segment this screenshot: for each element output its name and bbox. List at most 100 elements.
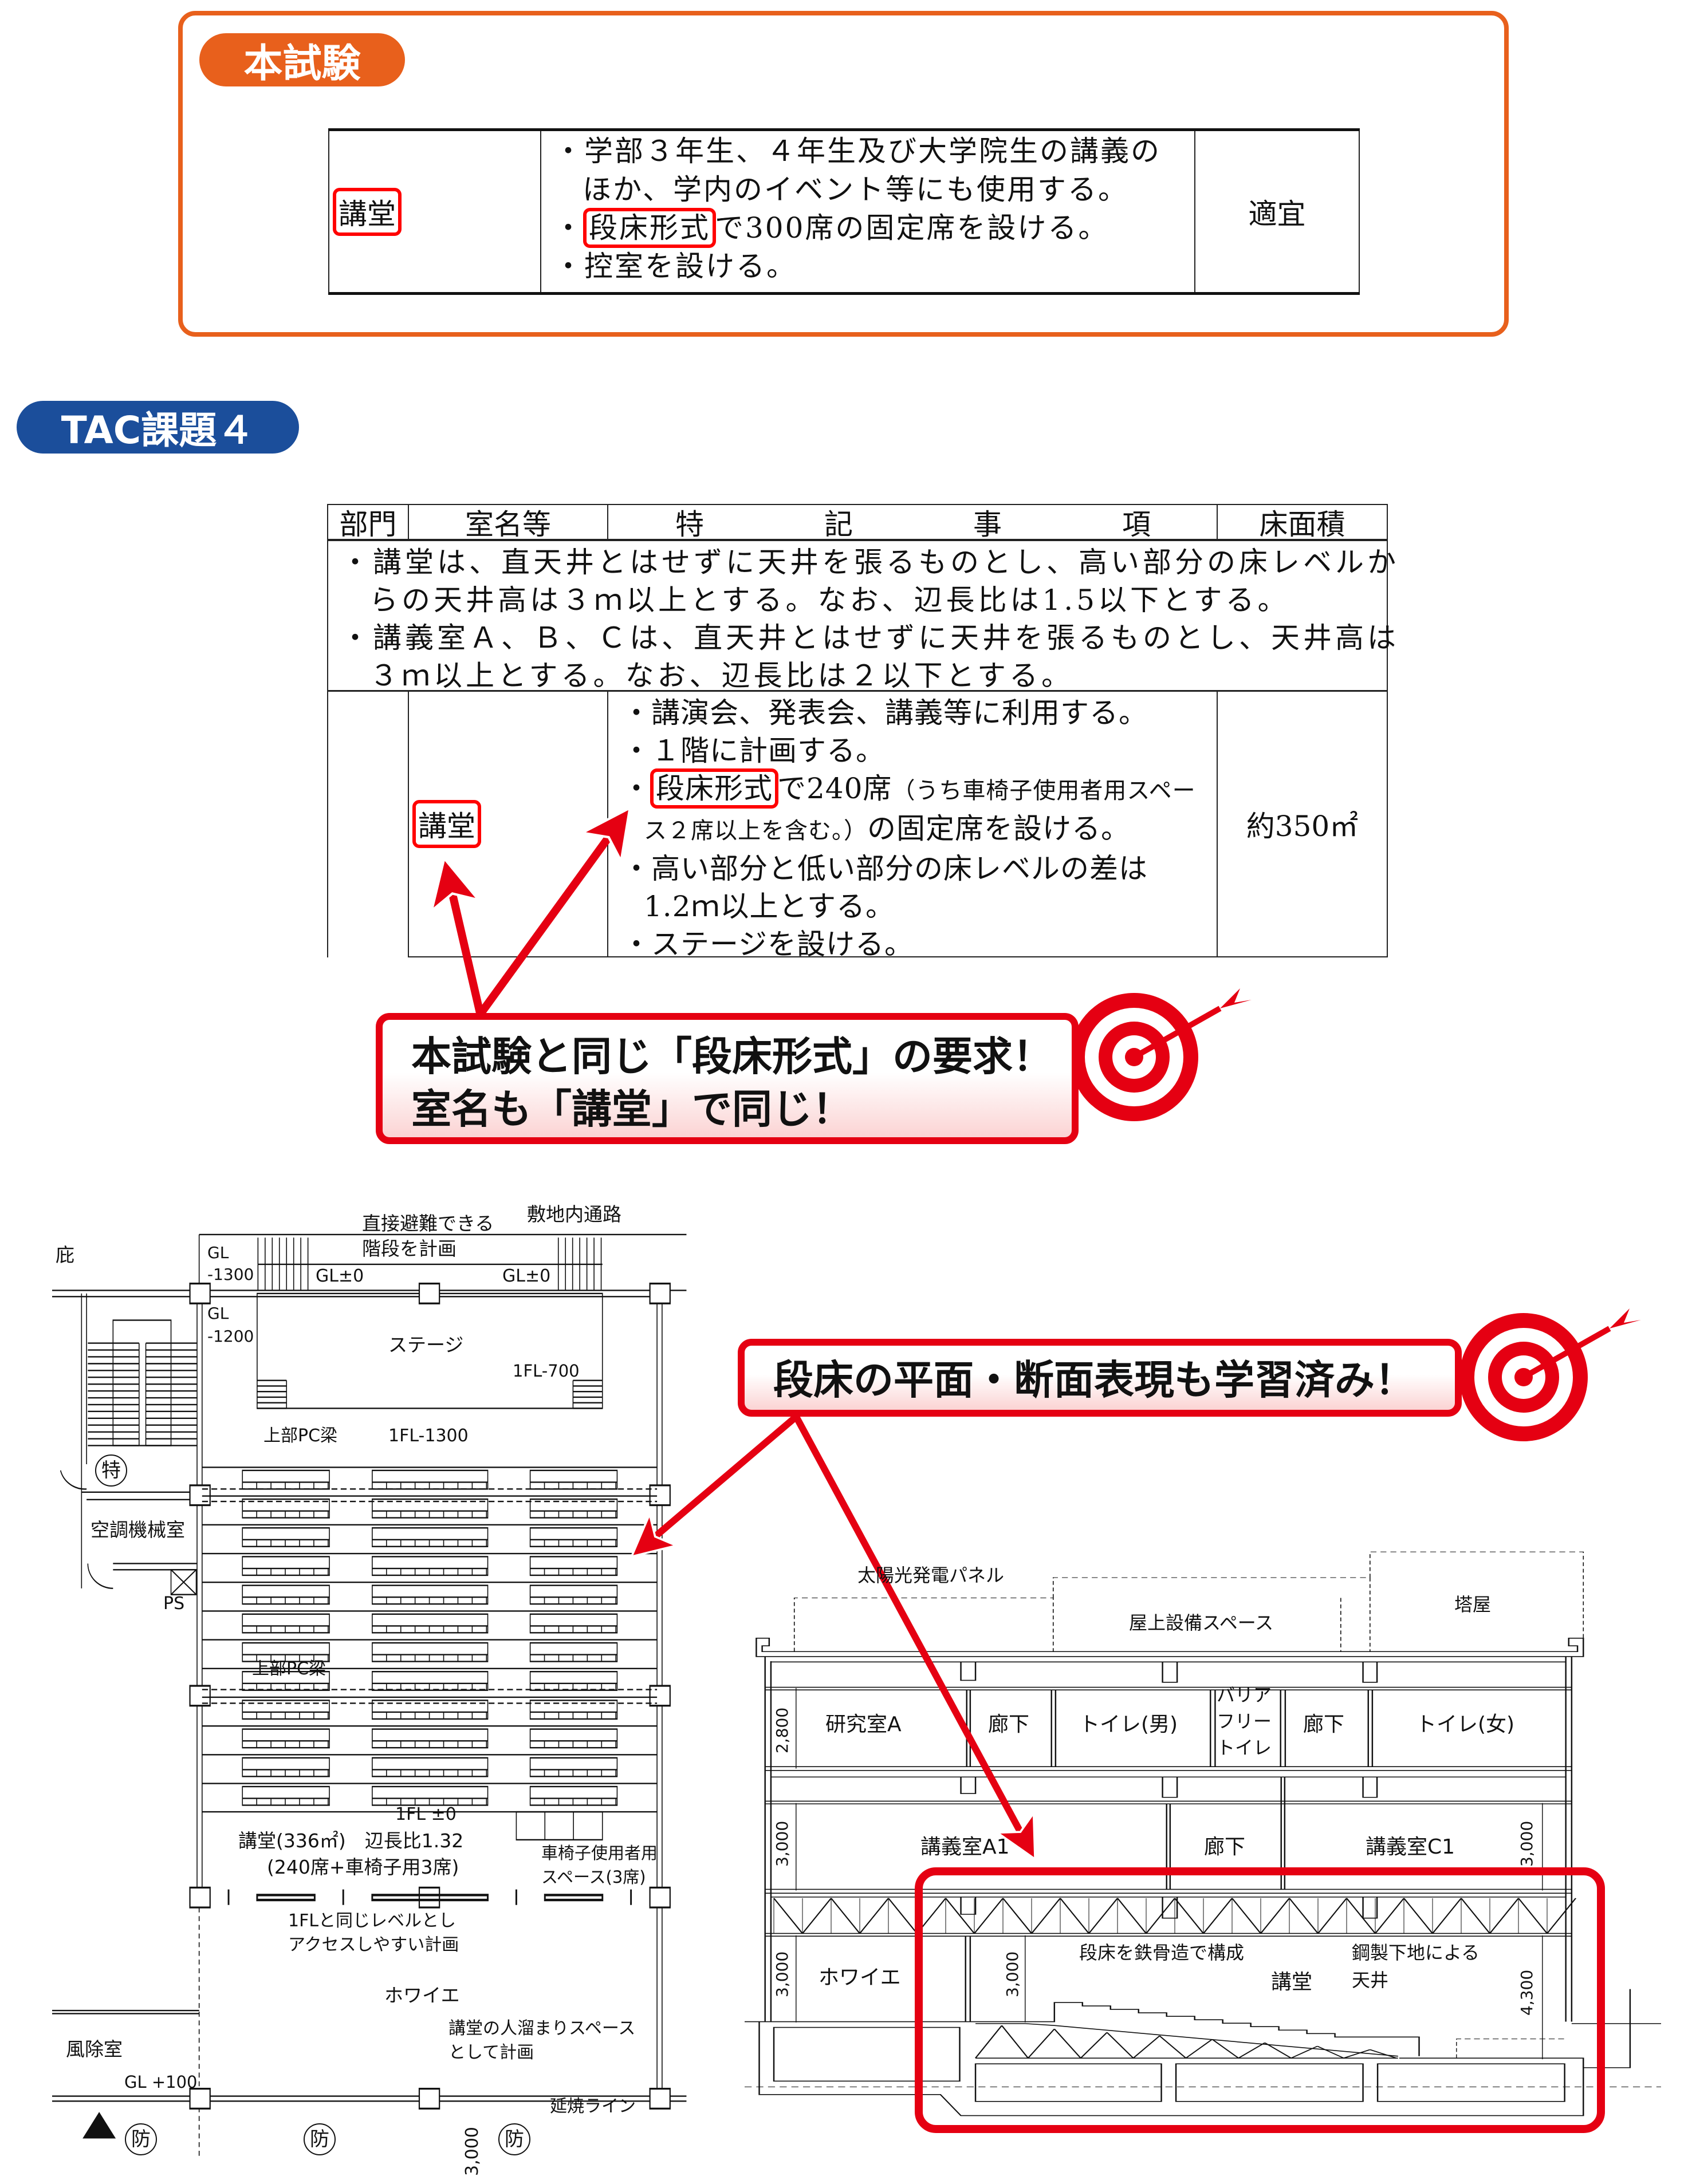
column xyxy=(189,1484,211,1507)
label-evac2: 階段を計画 xyxy=(362,1237,457,1260)
truss-member xyxy=(1431,1898,1462,1934)
truss-member xyxy=(1116,1898,1147,1934)
room-cell: 講堂 xyxy=(408,692,607,957)
seat-desk xyxy=(372,1469,489,1490)
seat-desk xyxy=(242,1556,330,1576)
spec-line: ・講演会、発表会、講義等に利用する。 xyxy=(622,696,1148,730)
seat-block xyxy=(372,1498,489,1519)
seat-desk xyxy=(529,1700,618,1720)
label-roof-equipment: 屋上設備スペース xyxy=(1129,1612,1274,1634)
seat-desk xyxy=(242,1785,330,1806)
callout-line: 本試験と同じ「段床形式」の要求！ xyxy=(411,1033,1053,1080)
exam-note-line: ・控室を設ける。 xyxy=(554,250,797,283)
label-access1: 1FLと同じレベルとし xyxy=(288,1911,457,1931)
seat-block xyxy=(372,1613,489,1634)
label-stage-level: 1FL-700 xyxy=(513,1361,580,1381)
plan-columns xyxy=(189,1282,671,2110)
truss-member xyxy=(1174,1898,1205,1934)
spec-line: ・高い部分と低い部分の床レベルの差は xyxy=(622,852,1148,885)
label-gl0: GL±0 xyxy=(316,1266,364,1286)
exam-frame xyxy=(178,11,1509,337)
truss-member xyxy=(887,1898,918,1934)
seat-desk xyxy=(529,1498,618,1519)
column xyxy=(649,1484,671,1507)
seat-desk xyxy=(372,1671,489,1691)
seat-desk xyxy=(372,1642,489,1662)
label-lab: 研究室A xyxy=(825,1713,902,1736)
tac-table-header: 部門 室名等 特記事項 床面積 xyxy=(327,504,1388,541)
dim-2800: 2,800 xyxy=(773,1707,792,1753)
label-wc-women: トイレ(女) xyxy=(1416,1713,1515,1736)
seat-block xyxy=(529,1613,618,1634)
truss-member xyxy=(1059,1898,1090,1934)
spec-text-small: （うち車椅子使用者用スペー xyxy=(892,778,1196,804)
spec-line: ・段床形式で240席（うち車椅子使用者用スペー xyxy=(622,768,1217,810)
truss-diagonal xyxy=(1001,2025,1029,2059)
evacuation-stairs xyxy=(257,1237,603,1291)
dim-3000: 3,000 xyxy=(773,1951,792,1997)
seat-desk xyxy=(529,1671,618,1691)
seat-block xyxy=(242,1556,330,1576)
label-foyer: ホワイエ xyxy=(819,1966,901,1989)
dim-4300: 4,300 xyxy=(1517,1969,1536,2016)
arrow-to-floor-plan xyxy=(647,1413,800,1543)
target-icon xyxy=(1459,1308,1641,1441)
exam-note-line: ほか、学内のイベント等にも使用する。 xyxy=(583,173,1128,206)
seat-block xyxy=(529,1584,618,1605)
spec-text-small: ス２席以上を含む。） xyxy=(644,818,867,844)
label-ps: PS xyxy=(163,1594,185,1614)
exam-room-name: 講堂 xyxy=(333,187,402,236)
label-hall: 講堂(336㎡) 辺長比1.32 xyxy=(238,1830,464,1852)
spec-line: ・ステージを設ける。 xyxy=(622,928,914,961)
arrow-to-exam-room xyxy=(450,882,484,1017)
label-hall: 講堂 xyxy=(1271,1970,1313,1994)
label-ceiling1: 鋼製下地による xyxy=(1352,1942,1480,1964)
truss-member xyxy=(1317,1898,1348,1934)
exam-highlight: 段床形式 xyxy=(583,208,716,248)
label-corridor: 廊下 xyxy=(1204,1835,1246,1859)
area-cell: 約350㎡ xyxy=(1217,692,1388,957)
truss-diagonal xyxy=(1106,2032,1134,2059)
column xyxy=(649,1886,671,1909)
truss-member xyxy=(830,1898,861,1934)
callout-same-requirement: 本試験と同じ「段床形式」の要求！ 室名も「講堂」で同じ！ xyxy=(376,1013,1079,1144)
column xyxy=(418,1282,440,1304)
label-corridor: 廊下 xyxy=(988,1713,1030,1736)
label-corridor: 廊下 xyxy=(1303,1713,1345,1736)
label-foyer-note2: として計画 xyxy=(448,2043,534,2063)
pc-beams xyxy=(202,1488,658,1704)
tac-table: 部門 室名等 特記事項 床面積 ・講堂は、直天井とはせずに天井を張るものとし、高… xyxy=(327,504,1396,961)
tac-room-name: 講堂 xyxy=(412,800,481,848)
target-icon xyxy=(1070,988,1252,1121)
seat-block xyxy=(529,1642,618,1662)
seat-desk xyxy=(529,1556,618,1576)
seat-desk xyxy=(242,1469,330,1490)
fire-door-mark: 防 xyxy=(498,2123,530,2155)
truss-member xyxy=(1202,1898,1233,1934)
column xyxy=(189,1282,211,1304)
seat-desk xyxy=(242,1642,330,1662)
seat-block xyxy=(372,1556,489,1576)
label-wc-men: トイレ(男) xyxy=(1079,1713,1178,1736)
truss-diagonal xyxy=(1159,2035,1187,2059)
seat-desk xyxy=(529,1584,618,1605)
seat-desk xyxy=(242,1728,330,1749)
structure xyxy=(745,1638,1661,2116)
spec-line: ・１階に計画する。 xyxy=(622,734,885,767)
foyer-partition xyxy=(227,1889,632,1905)
truss-member xyxy=(1374,1898,1405,1934)
column xyxy=(418,1886,440,1909)
header-area: 床面積 xyxy=(1259,507,1345,541)
column xyxy=(649,1685,671,1707)
column xyxy=(649,1282,671,1304)
truss-member xyxy=(859,1898,890,1934)
truss-member xyxy=(1460,1898,1491,1934)
seat-desk xyxy=(242,1700,330,1720)
truss-diagonal xyxy=(1027,2028,1055,2059)
label-gl100: GL +100 xyxy=(124,2072,198,2092)
exam-badge: 本試験 xyxy=(199,33,405,86)
column xyxy=(189,1886,211,1909)
label-gl: GL xyxy=(207,1243,229,1262)
truss-member xyxy=(801,1898,832,1934)
column xyxy=(649,2087,671,2110)
